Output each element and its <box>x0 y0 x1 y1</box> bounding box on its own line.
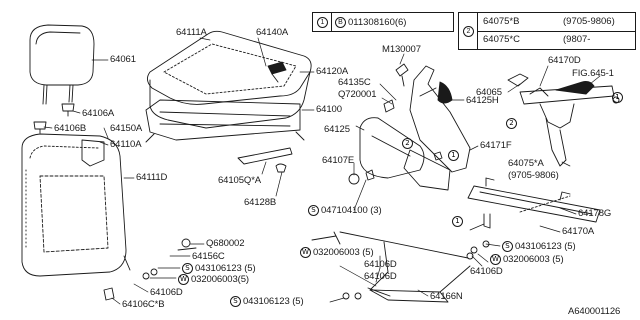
label-64125h: 64125H <box>466 95 499 106</box>
label-64171f: 64171F <box>480 140 512 151</box>
label-032006003-left: W 032006003(5) <box>178 274 249 285</box>
label-64075-a-range: (9705-9806) <box>508 170 559 181</box>
headrest-drawing <box>29 24 95 105</box>
legend-1-part: 011308160 <box>348 17 395 29</box>
label-64100: 64100 <box>316 104 342 115</box>
label-032006003-right-text: 032006003 (5) <box>503 253 564 265</box>
legend-2-row-1-range: (9705-9806) <box>563 16 615 27</box>
s-marker: S <box>230 296 241 307</box>
label-m130007: M130007 <box>382 44 421 55</box>
callout-2-recliner: 2 <box>402 138 415 149</box>
label-64170d: 64170D <box>548 55 581 66</box>
rail-upper-drawing <box>507 73 620 167</box>
label-64125: 64125 <box>324 124 350 135</box>
legend-box-2: 2 64075*B (9705-9806) 64075*C (9807- <box>458 12 636 50</box>
label-032006003-mid: W 032006003 (5) <box>300 247 374 258</box>
recliner-drawing <box>359 65 471 191</box>
label-043106123-right: S 043106123 (5) <box>502 241 576 252</box>
rail-lower-drawing <box>467 177 601 229</box>
legend-2-row-2-part: 64075*C <box>483 34 520 45</box>
label-032006003-mid-text: 032006003 (5) <box>313 246 374 258</box>
s-marker: S <box>502 241 513 252</box>
label-64075-a: 64075*A <box>508 158 544 169</box>
label-043106123-left-text: 043106123 (5) <box>195 262 256 274</box>
label-64110a: 64110A <box>110 139 142 150</box>
label-032006003-right: W 032006003 (5) <box>490 254 564 265</box>
leader-lines <box>43 37 601 305</box>
w-marker: W <box>178 274 189 285</box>
label-64111d: 64111D <box>136 172 168 183</box>
label-64111a: 64111A <box>176 27 207 38</box>
seat-bracket-drawing <box>237 147 293 173</box>
label-64061: 64061 <box>110 54 136 65</box>
callout-1-lower: 1 <box>452 216 465 227</box>
label-64105q-a: 64105Q*A <box>218 175 262 186</box>
label-64178g: 64178G <box>578 208 612 219</box>
s-marker: S <box>308 205 319 216</box>
label-047104100: S 047104100 (3) <box>308 205 382 216</box>
label-64150a: 64150A <box>110 123 143 134</box>
w-marker: W <box>490 254 501 265</box>
label-64106d-right: 64106D <box>470 266 503 277</box>
callout-2-rail: 2 <box>506 118 519 129</box>
bolt-drawing <box>348 63 443 185</box>
label-64106c-b: 64106C*B <box>122 299 165 310</box>
seat-cushion-drawing <box>147 30 312 129</box>
label-q680002: Q680002 <box>206 238 245 249</box>
callout-1-recliner: 1 <box>448 150 461 161</box>
s-marker: S <box>182 263 193 274</box>
legend-1-qty: (6) <box>394 17 407 29</box>
label-64140a: 64140A <box>256 27 289 38</box>
label-64170a: 64170A <box>562 226 595 237</box>
label-q720001: Q720001 <box>338 89 377 100</box>
label-043106123-bottom: S 043106123 (5) <box>230 296 304 307</box>
label-64120a: 64120A <box>316 66 349 77</box>
label-047104100-text: 047104100 (3) <box>321 204 382 216</box>
cross-rod-drawing <box>311 231 474 303</box>
legend-2-row-1-part: 64075*B <box>483 16 520 27</box>
label-fig-645-1: FIG.645-1 <box>572 68 614 79</box>
label-64106d-mid-2: 64106D <box>364 271 397 282</box>
label-032006003-left-text: 032006003(5) <box>191 273 249 285</box>
label-64106b: 64106B <box>54 123 87 134</box>
w-marker: W <box>300 247 311 258</box>
label-043106123-left: S 043106123 (5) <box>182 263 256 274</box>
label-64106d-left: 64106D <box>150 287 183 298</box>
label-64107e: 64107E <box>322 155 355 166</box>
legend-1-b-marker: B <box>335 17 346 28</box>
legend-2-marker: 2 <box>463 26 474 37</box>
seat-back-drawing <box>21 133 131 277</box>
label-64106a: 64106A <box>82 108 115 119</box>
fastener-drawing <box>103 238 490 301</box>
label-043106123-right-text: 043106123 (5) <box>515 240 576 252</box>
label-64166n: 64166N <box>430 291 463 302</box>
seat-frame-drawing <box>145 99 305 143</box>
legend-1-marker: 1 <box>317 17 328 28</box>
callout-1-rail: 1 <box>612 92 625 103</box>
label-64128b: 64128B <box>244 197 277 208</box>
label-043106123-bottom-text: 043106123 (5) <box>243 295 304 307</box>
legend-2-row-2-range: (9807- <box>563 34 591 45</box>
label-64065: 64065 <box>476 87 502 98</box>
label-64135c: 64135C <box>338 77 371 88</box>
catalog-number: A640001126 <box>568 306 621 317</box>
label-64106d-mid: 64106D <box>364 259 397 270</box>
label-64156c: 64156C <box>192 251 225 262</box>
